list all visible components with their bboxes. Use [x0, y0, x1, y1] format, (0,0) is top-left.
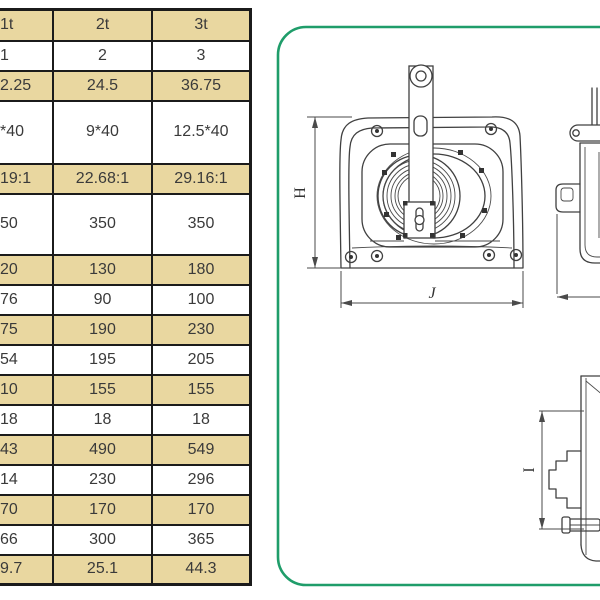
ratchet-plate: [370, 201, 500, 242]
table-cell: 205: [151, 343, 252, 376]
table-cell: 490: [52, 433, 153, 466]
table-cell: 25.1: [52, 553, 153, 586]
table-cell: 190: [52, 313, 153, 346]
table-cell: 170: [151, 493, 252, 526]
table-cell-clipped: 66: [0, 523, 54, 556]
dimension-h: H: [292, 116, 352, 269]
table-cell: 296: [151, 463, 252, 496]
winch-drawing-panel: H J: [276, 25, 600, 587]
table-cell: 170: [52, 493, 153, 526]
table-cell: 230: [151, 313, 252, 346]
table-cell: 230: [52, 463, 153, 496]
table-cell-clipped: 1: [0, 39, 54, 72]
table-cell-clipped: 10: [0, 373, 54, 406]
table-cell: 29.16:1: [151, 162, 252, 195]
cover-bolts: [382, 150, 487, 240]
table-cell: 155: [52, 373, 153, 406]
table-cell: 130: [52, 253, 153, 286]
winch-handle: [408, 64, 434, 207]
table-cell: 3: [151, 39, 252, 72]
dim-label-i: I: [521, 467, 538, 472]
table-cell-clipped: 50: [0, 192, 54, 256]
table-cell: 18: [52, 403, 153, 436]
table-cell: 365: [151, 523, 252, 556]
table-cell: 350: [52, 192, 153, 256]
table-cell: 549: [151, 433, 252, 466]
housing-bolts: [344, 122, 523, 264]
table-cell: 3t: [151, 8, 252, 42]
table-cell: 12.5*40: [151, 99, 252, 165]
side-view-drawing: [555, 87, 600, 300]
table-cell: 300: [52, 523, 153, 556]
table-cell-clipped: 70: [0, 493, 54, 526]
table-cell-clipped: *40: [0, 99, 54, 165]
table-cell: 90: [52, 283, 153, 316]
dim-label-h: H: [292, 187, 309, 199]
table-cell: 44.3: [151, 553, 252, 586]
table-cell: 18: [151, 403, 252, 436]
bottom-view-drawing: I: [521, 375, 600, 562]
table-cell: 22.68:1: [52, 162, 153, 195]
table-cell-clipped: 76: [0, 283, 54, 316]
table-cell-clipped: 18: [0, 403, 54, 436]
table-cell: 195: [52, 343, 153, 376]
table-cell-clipped: 20: [0, 253, 54, 286]
table-cell: 2t: [52, 8, 153, 42]
table-cell-clipped: 54: [0, 343, 54, 376]
table-cell: 180: [151, 253, 252, 286]
table-cell: 100: [151, 283, 252, 316]
table-cell-clipped: 2.25: [0, 69, 54, 102]
table-cell-clipped: 9.7: [0, 553, 54, 586]
front-view-drawing: H J: [292, 64, 524, 308]
table-cell: 36.75: [151, 69, 252, 102]
table-cell-clipped: 19:1: [0, 162, 54, 195]
dimension-j: J: [340, 271, 524, 308]
table-cell: 9*40: [52, 99, 153, 165]
table-cell: 2: [52, 39, 153, 72]
table-cell-clipped: 75: [0, 313, 54, 346]
table-cell-clipped: 1t: [0, 8, 54, 42]
table-cell: 24.5: [52, 69, 153, 102]
table-cell: 350: [151, 192, 252, 256]
green-frame: [276, 25, 600, 587]
dim-label-j: J: [428, 285, 436, 302]
table-cell-clipped: 14: [0, 463, 54, 496]
table-cell-clipped: 43: [0, 433, 54, 466]
table-cell: 155: [151, 373, 252, 406]
